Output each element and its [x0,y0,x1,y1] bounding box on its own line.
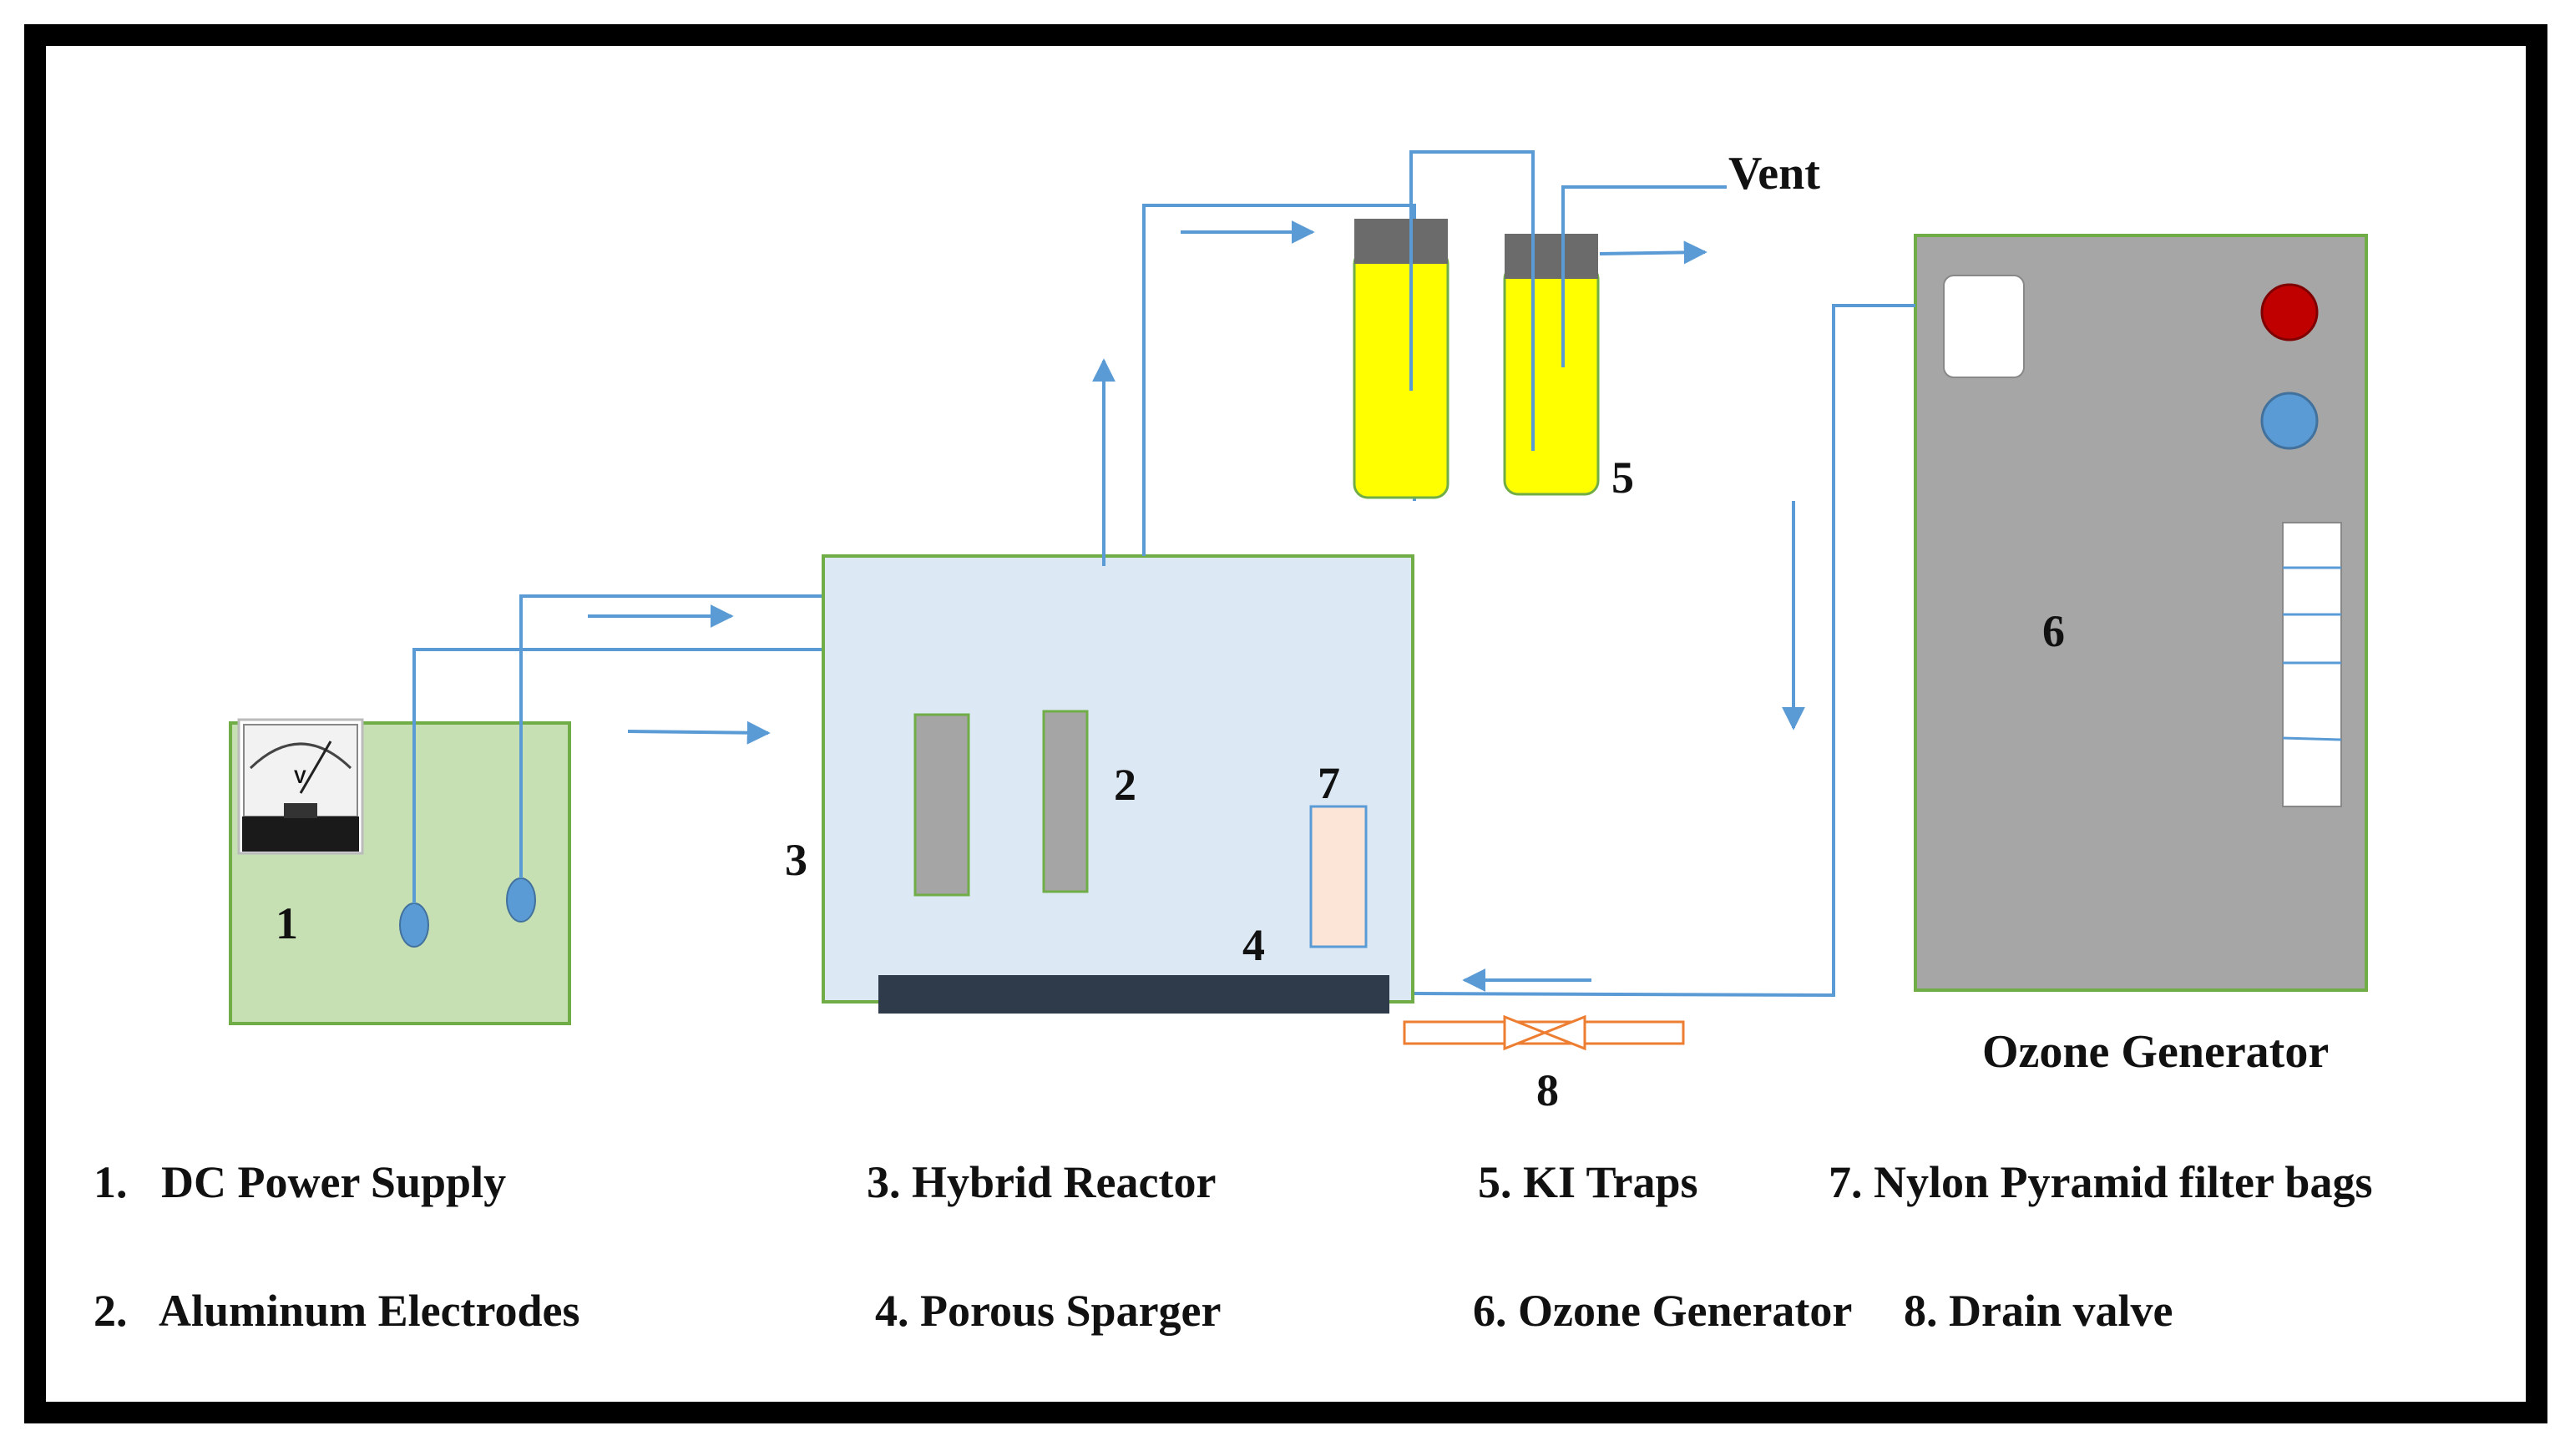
label-2: 2 [1114,760,1136,810]
legend-item: 4. Porous Sparger [875,1286,1222,1336]
legend-item: 1. DC Power Supply [94,1157,506,1207]
electrode-left [913,713,970,897]
legend-item: 7. Nylon Pyramid filter bags [1829,1157,2372,1207]
porous-sparger [878,975,1389,1014]
ozone-feed-line [1414,304,1915,998]
label-8: 8 [1536,1065,1559,1115]
terminal-right [506,877,536,923]
label-6: 6 [2042,606,2065,656]
valve-icon [1503,1014,1586,1051]
ki-trap-1 [1353,219,1449,499]
vent-arrow [1599,240,1707,265]
red-button-icon [2260,283,2319,341]
legend-item: 8. Drain valve [1904,1286,2173,1336]
ki-trap-2 [1503,234,1600,496]
drain-valve: 8 [1403,1014,1685,1115]
legend-item: 3. Hybrid Reactor [867,1157,1216,1207]
ki-traps: Vent 5 [1353,148,1820,503]
dc-power-supply: V 1 [229,718,571,1025]
generator-display [1943,275,2025,378]
hybrid-reactor: 2 3 4 7 [785,554,1414,1014]
label-7: 7 [1318,758,1340,808]
legend-item: 2. Aluminum Electrodes [94,1286,580,1336]
voltmeter-icon: V [237,718,364,855]
blue-button-icon [2260,392,2319,450]
voltmeter-symbol: V [294,766,306,787]
ozone-generator-caption: Ozone Generator [1982,1026,2329,1078]
trap-link-tube [1409,150,1535,451]
label-1: 1 [276,898,298,948]
vent-label: Vent [1728,148,1820,200]
terminal-left [399,902,429,948]
flow-meter-gauge [2282,522,2342,807]
filter-bag [1309,805,1368,948]
label-3: 3 [785,835,807,885]
legend-item: 6. Ozone Generator [1473,1286,1852,1336]
trap-cap [1505,234,1598,279]
legend: 1. DC Power Supply 2. Aluminum Electrode… [94,1157,2372,1336]
vent-tube [1561,185,1727,367]
ozone-generator: 6 Ozone Generator [1914,234,2368,1078]
flow-arrow-lower [627,720,771,745]
trap-cap [1354,219,1448,264]
label-4: 4 [1242,920,1265,970]
label-5: 5 [1611,452,1634,503]
electrode-right [1042,710,1089,893]
legend-item: 5. KI Traps [1478,1157,1698,1207]
